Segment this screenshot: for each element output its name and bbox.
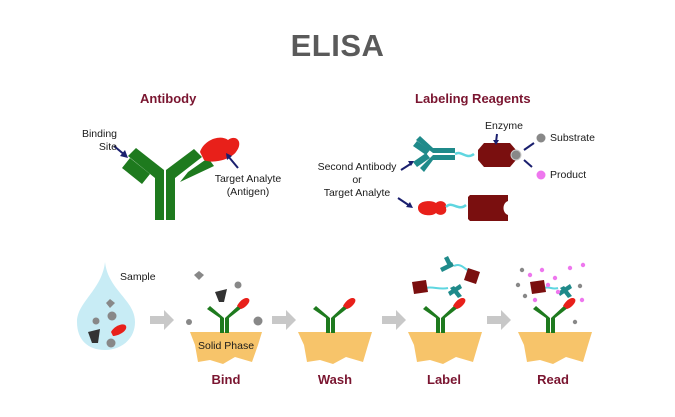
step-wash-label: Wash [317, 372, 353, 387]
solid-phase-label: Solid Phase [198, 340, 255, 352]
labeling-reagents-heading: Labeling Reagents [415, 91, 531, 106]
second-antibody-label-line2: or [352, 174, 362, 186]
second-antibody-label-line3: Target Analyte [323, 187, 391, 199]
substrate-dot-icon [536, 133, 546, 143]
binding-site-label-line2: Site [98, 141, 117, 153]
bind-step-illustration [186, 271, 263, 364]
second-antibody-label: Second Antibody or Target Analyte [312, 161, 402, 200]
binding-site-label: Binding Site [79, 128, 117, 154]
wash-step-illustration [298, 297, 372, 364]
target-analyte-label-line1: Target Analyte [214, 173, 282, 185]
substrate-label: Substrate [550, 132, 595, 144]
antibody-heading: Antibody [140, 91, 197, 106]
flow-arrow-icon [150, 310, 511, 330]
product-label: Product [550, 169, 587, 181]
product-dot-icon [536, 170, 546, 180]
enzyme-label: Enzyme [485, 120, 523, 132]
target-pointer-icon [227, 155, 239, 169]
sample-label: Sample [120, 271, 156, 283]
step-read-label: Read [537, 372, 569, 387]
sample-drop [77, 262, 135, 350]
second-antibody-label-line1: Second Antibody [317, 161, 397, 173]
binding-site-label-line1: Binding [81, 128, 117, 140]
second-antibody-illustration [413, 136, 522, 172]
read-step-illustration [515, 262, 592, 364]
step-bind-label: Bind [211, 372, 241, 387]
label-step-illustration [408, 256, 482, 364]
target-analyte-label: Target Analyte (Antigen) [212, 173, 284, 199]
labeled-analyte-illustration [418, 195, 508, 221]
diagram-title: ELISA [290, 28, 385, 63]
enzyme-shape [478, 143, 516, 167]
step-label-label: Label [427, 372, 461, 387]
target-analyte-label-line2: (Antigen) [226, 186, 270, 198]
antigen-shape [200, 137, 240, 162]
